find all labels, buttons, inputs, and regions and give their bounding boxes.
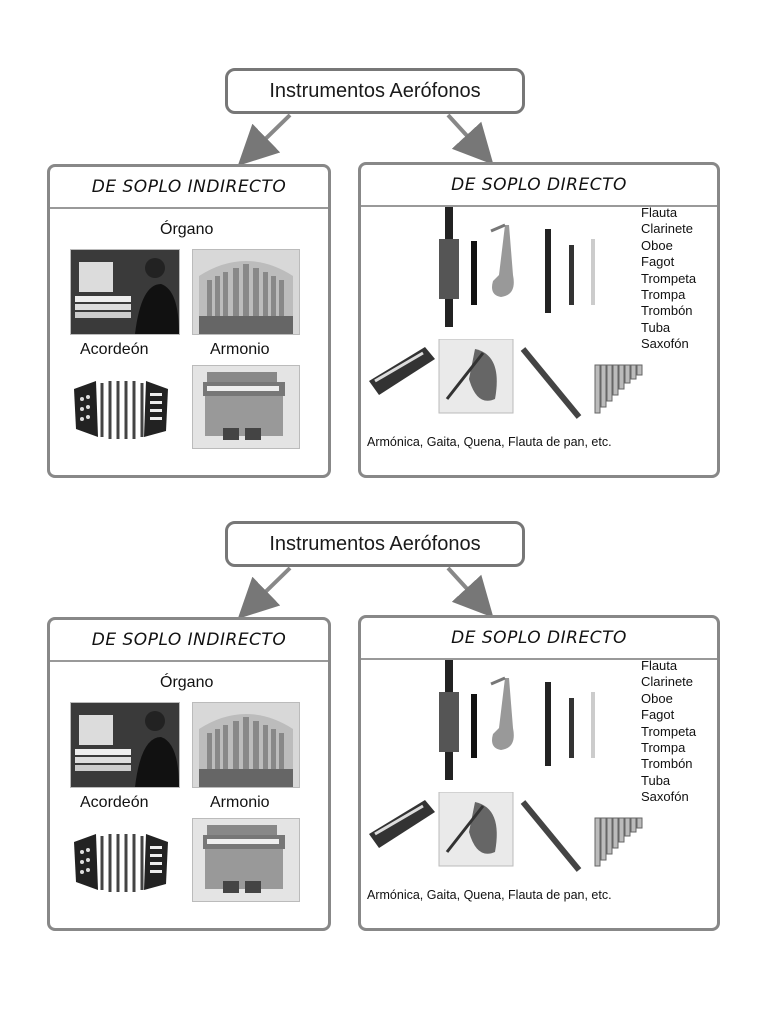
direct-instrument-list: Flauta Clarinete Oboe Fagot Trompeta Tro…	[641, 205, 696, 353]
pipe-organ-image	[192, 249, 300, 335]
diagram-bottom: Instrumentos Aerófonos DE SOPLO INDIRECT…	[0, 453, 768, 923]
folk-instruments-image	[365, 339, 649, 421]
arrow-right	[448, 115, 480, 150]
instrument-item: Clarinete	[641, 221, 696, 237]
instrument-item: Flauta	[641, 658, 696, 674]
instrument-item: Saxofón	[641, 789, 696, 805]
accordion-image	[66, 824, 176, 900]
harmonium-label: Armonio	[210, 341, 270, 359]
instrument-item: Saxofón	[641, 336, 696, 352]
panel-heading: DE SOPLO INDIRECTO	[50, 167, 328, 209]
harmonium-image	[192, 365, 300, 449]
diagram-title: Instrumentos Aerófonos	[225, 68, 525, 114]
wind-instruments-image	[421, 658, 631, 784]
instrument-item: Oboe	[641, 691, 696, 707]
instrument-item: Flauta	[641, 205, 696, 221]
organ-label: Órgano	[160, 221, 213, 239]
panel-indirect: DE SOPLO INDIRECTO Órgano	[47, 164, 331, 478]
organ-label: Órgano	[160, 674, 213, 692]
direct-caption: Armónica, Gaita, Quena, Flauta de pan, e…	[367, 888, 612, 902]
accordion-image	[66, 371, 176, 447]
accordion-label: Acordeón	[80, 341, 149, 359]
pipe-organ-image	[192, 702, 300, 788]
arrow-left	[252, 115, 290, 152]
organist-image	[70, 702, 180, 788]
instrument-item: Oboe	[641, 238, 696, 254]
panel-heading: DE SOPLO INDIRECTO	[50, 620, 328, 662]
panel-indirect: DE SOPLO INDIRECTO Órgano	[47, 617, 331, 931]
instrument-item: Trompa	[641, 287, 696, 303]
panel-heading: DE SOPLO DIRECTO	[361, 165, 717, 207]
instrument-item: Trompeta	[641, 724, 696, 740]
instrument-item: Tuba	[641, 320, 696, 336]
direct-instrument-list: Flauta Clarinete Oboe Fagot Trompeta Tro…	[641, 658, 696, 806]
accordion-label: Acordeón	[80, 794, 149, 812]
wind-instruments-image	[421, 205, 631, 331]
arrow-left	[252, 568, 290, 605]
instrument-item: Trompa	[641, 740, 696, 756]
direct-caption: Armónica, Gaita, Quena, Flauta de pan, e…	[367, 435, 612, 449]
instrument-item: Clarinete	[641, 674, 696, 690]
arrow-right	[448, 568, 480, 603]
organist-image	[70, 249, 180, 335]
diagram-top: Instrumentos Aerófonos DE SOPLO INDIRECT…	[0, 0, 768, 470]
instrument-item: Tuba	[641, 773, 696, 789]
diagram-title: Instrumentos Aerófonos	[225, 521, 525, 567]
instrument-item: Trombón	[641, 303, 696, 319]
instrument-item: Trompeta	[641, 271, 696, 287]
panel-direct: DE SOPLO DIRECTO Flauta Clarinete Oboe F…	[358, 615, 720, 931]
panel-direct: DE SOPLO DIRECTO Flauta Clarinete Oboe F…	[358, 162, 720, 478]
instrument-item: Trombón	[641, 756, 696, 772]
folk-instruments-image	[365, 792, 649, 874]
harmonium-label: Armonio	[210, 794, 270, 812]
instrument-item: Fagot	[641, 254, 696, 270]
panel-heading: DE SOPLO DIRECTO	[361, 618, 717, 660]
instrument-item: Fagot	[641, 707, 696, 723]
harmonium-image	[192, 818, 300, 902]
